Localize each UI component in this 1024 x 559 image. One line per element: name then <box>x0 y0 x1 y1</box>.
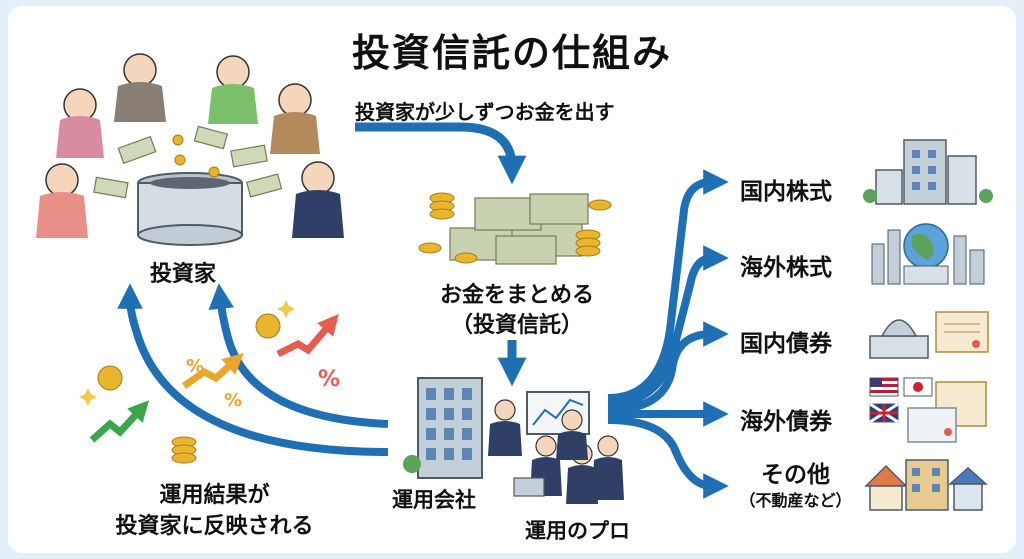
domestic-bonds-illustration <box>869 311 989 359</box>
fund-pool-label: お金をまとめる （投資信託） <box>392 281 642 341</box>
management-company-label: 運用会社 <box>392 488 476 512</box>
real-estate-illustration <box>864 459 988 511</box>
fund-pool-label-line2: （投資信託） <box>450 313 583 338</box>
asset-foreign-stocks: 海外株式 <box>740 255 832 281</box>
investors-illustration <box>36 53 344 246</box>
growth-icons: % % % <box>79 300 340 464</box>
money-pile-illustration <box>418 192 612 265</box>
branch-arrows <box>607 169 729 499</box>
results-label-line1: 運用結果が <box>159 483 270 508</box>
asset-other-label: その他 <box>761 462 830 488</box>
results-label-line2: 投資家に反映される <box>115 514 314 539</box>
asset-other: その他 （不動産など） <box>728 462 863 514</box>
investment-pros-label: 運用のプロ <box>525 519 630 543</box>
svg-text:%: % <box>318 367 340 392</box>
fund-pool-label-line1: お金をまとめる <box>439 283 594 308</box>
asset-other-sublabel: （不動産など） <box>739 491 852 510</box>
results-label: 運用結果が 投資家に反映される <box>72 480 357 542</box>
flow-arrow <box>355 122 527 185</box>
foreign-bonds-illustration <box>869 377 987 443</box>
asset-domestic-bonds: 国内債券 <box>740 331 832 357</box>
diagram-title: 投資信託の仕組み <box>351 31 672 75</box>
svg-text:%: % <box>224 390 242 411</box>
foreign-stocks-illustration <box>871 223 985 285</box>
svg-text:%: % <box>186 356 204 377</box>
investors-label: 投資家 <box>150 262 217 287</box>
company-building-illustration <box>403 377 483 479</box>
asset-foreign-bonds: 海外債券 <box>740 409 832 435</box>
asset-domestic-stocks: 国内株式 <box>740 179 832 205</box>
domestic-stocks-illustration <box>863 139 993 205</box>
contribution-label: 投資家が少しずつお金を出す <box>355 100 615 124</box>
professionals-illustration <box>488 391 624 504</box>
